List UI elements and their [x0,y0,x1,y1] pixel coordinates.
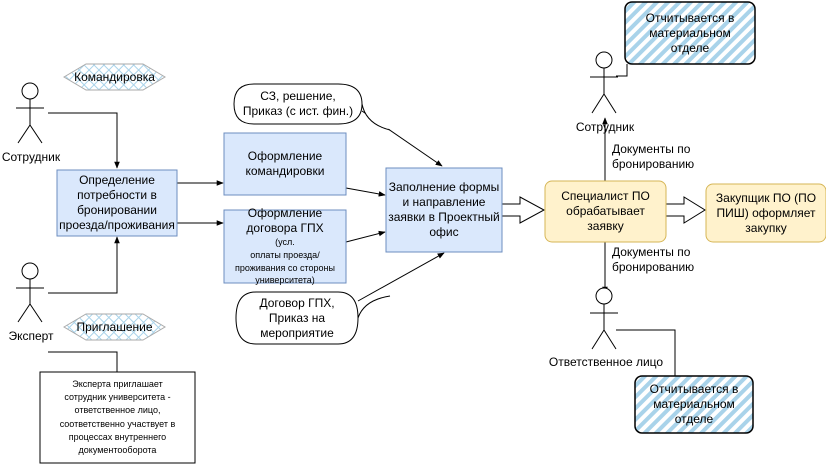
actor-employee-left-label: Сотрудник [1,149,61,164]
step-gph-contract: Оформление договора ГПХ (усл. оплаты про… [224,206,346,286]
doc-gph-shape [235,291,391,345]
actor-expert-label: Эксперт [8,328,54,343]
edge-trip-to-form [345,187,386,197]
doc-trip-shape [233,83,391,131]
actor-responsible-label: Ответственное лицо [548,354,664,369]
edge-label-docs-to-responsible: Документы по бронированию [612,243,722,277]
note-reports-top-text: Отчитывается в материальном отделе [645,10,735,55]
step-gph-contract-note: (усл. оплаты проезда/ проживания со стор… [235,237,335,286]
edge-expert-to-determine [48,236,120,294]
block-arrow-specialist-to-purchaser [665,196,706,224]
actor-employee-right-figure [590,51,618,114]
tag-invitation-shape [63,313,166,341]
step-specialist: Специалист ПО обрабатывает заявку [561,189,650,233]
note-reports-top-box [624,1,756,65]
actor-responsible-figure [590,287,618,350]
note-reports-bottom-box [634,375,754,434]
edge-employee-to-report [616,64,628,77]
edge-gphdocs-to-form [357,252,445,302]
tag-business-trip-label: Командировка [74,69,155,84]
step-determine-need: Определение потребности в бронировании п… [59,173,175,232]
note-expert-text: Эксперта приглашает сотрудник университе… [59,379,176,455]
note-reports-bottom-text: Отчитывается в материальном отделе [649,382,739,426]
step-purchaser: Закупщик ПО (ПО ПИШ) оформляет закупку [715,190,817,235]
doc-gph-label: Договор ГПХ, Приказ на мероприятие [259,295,335,340]
edge-label-docs-to-employee: Документы по бронированию [612,140,722,174]
edge-expert-to-note [48,351,118,372]
actor-expert-figure [16,262,44,323]
edge-responsible-to-report [616,329,676,378]
step-trip-paperwork: Оформление командировки [245,149,325,178]
tag-invitation-label: Приглашение [76,319,153,334]
step-determine-need-box [56,169,178,237]
actor-employee-left-figure [16,82,44,144]
step-gph-contract-title: Оформление договора ГПХ [246,206,324,236]
doc-trip-label: СЗ, решение, Приказ (с ист. фин.) [242,89,354,118]
step-trip-paperwork-box [223,132,347,196]
tag-business-trip-shape [63,63,166,91]
block-arrow-form-to-specialist [501,196,546,224]
edge-employee-to-determine [48,112,120,169]
step-specialist-box [544,180,667,243]
actor-employee-right-label: Сотрудник [575,119,635,134]
step-gph-contract-box [223,209,347,284]
step-purchaser-box [705,183,826,243]
edge-gph-to-form [345,230,386,243]
note-expert-box [39,371,196,464]
step-fill-form: Заполнение формы и направление заявки в … [388,180,500,239]
step-fill-form-box [385,167,503,253]
